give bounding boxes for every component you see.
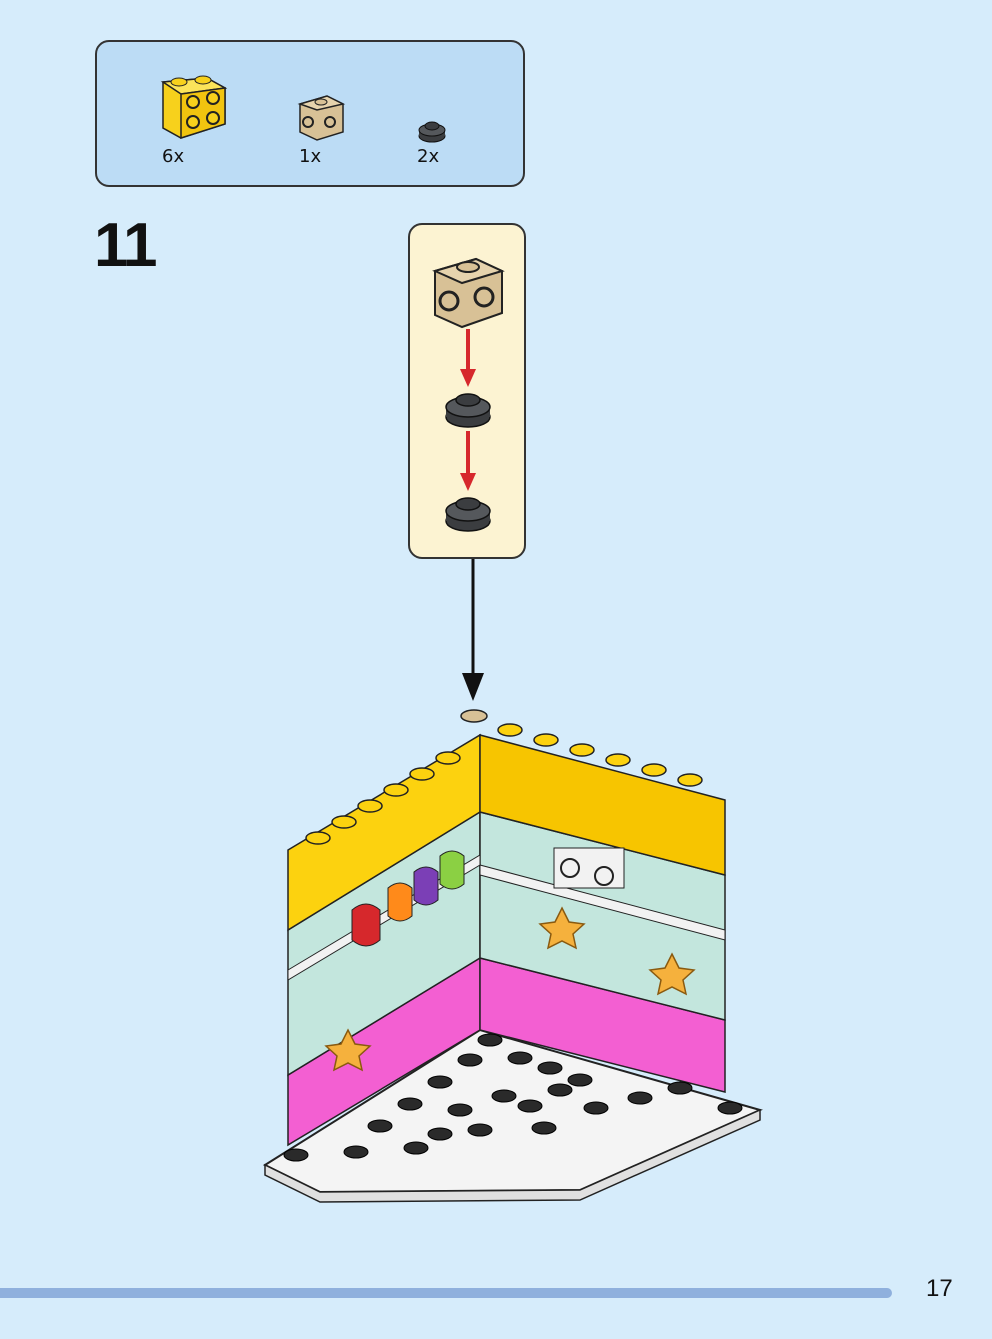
progress-bar bbox=[0, 1288, 892, 1298]
part-quantity-3: 2x bbox=[417, 146, 440, 167]
page-number: 17 bbox=[926, 1275, 953, 1302]
callout-tan-brick-icon bbox=[432, 257, 505, 329]
placement-arrow-icon bbox=[462, 559, 484, 701]
yellow-brick-icon bbox=[160, 75, 228, 140]
parts-list-box: 6x 1x 2x bbox=[95, 40, 525, 187]
cake-model-illustration bbox=[262, 709, 763, 1203]
red-arrow-icon bbox=[460, 329, 476, 387]
step-number: 11 bbox=[94, 211, 158, 280]
red-arrow-icon-2 bbox=[460, 431, 476, 491]
callout-round-plate-icon-2 bbox=[445, 497, 491, 532]
subassembly-callout bbox=[408, 223, 526, 559]
round-plate-icon bbox=[418, 121, 446, 143]
part-quantity-2: 1x bbox=[299, 146, 322, 167]
part-quantity-1: 6x bbox=[162, 146, 185, 167]
tan-brick-icon bbox=[297, 95, 346, 141]
callout-round-plate-icon bbox=[445, 393, 491, 428]
